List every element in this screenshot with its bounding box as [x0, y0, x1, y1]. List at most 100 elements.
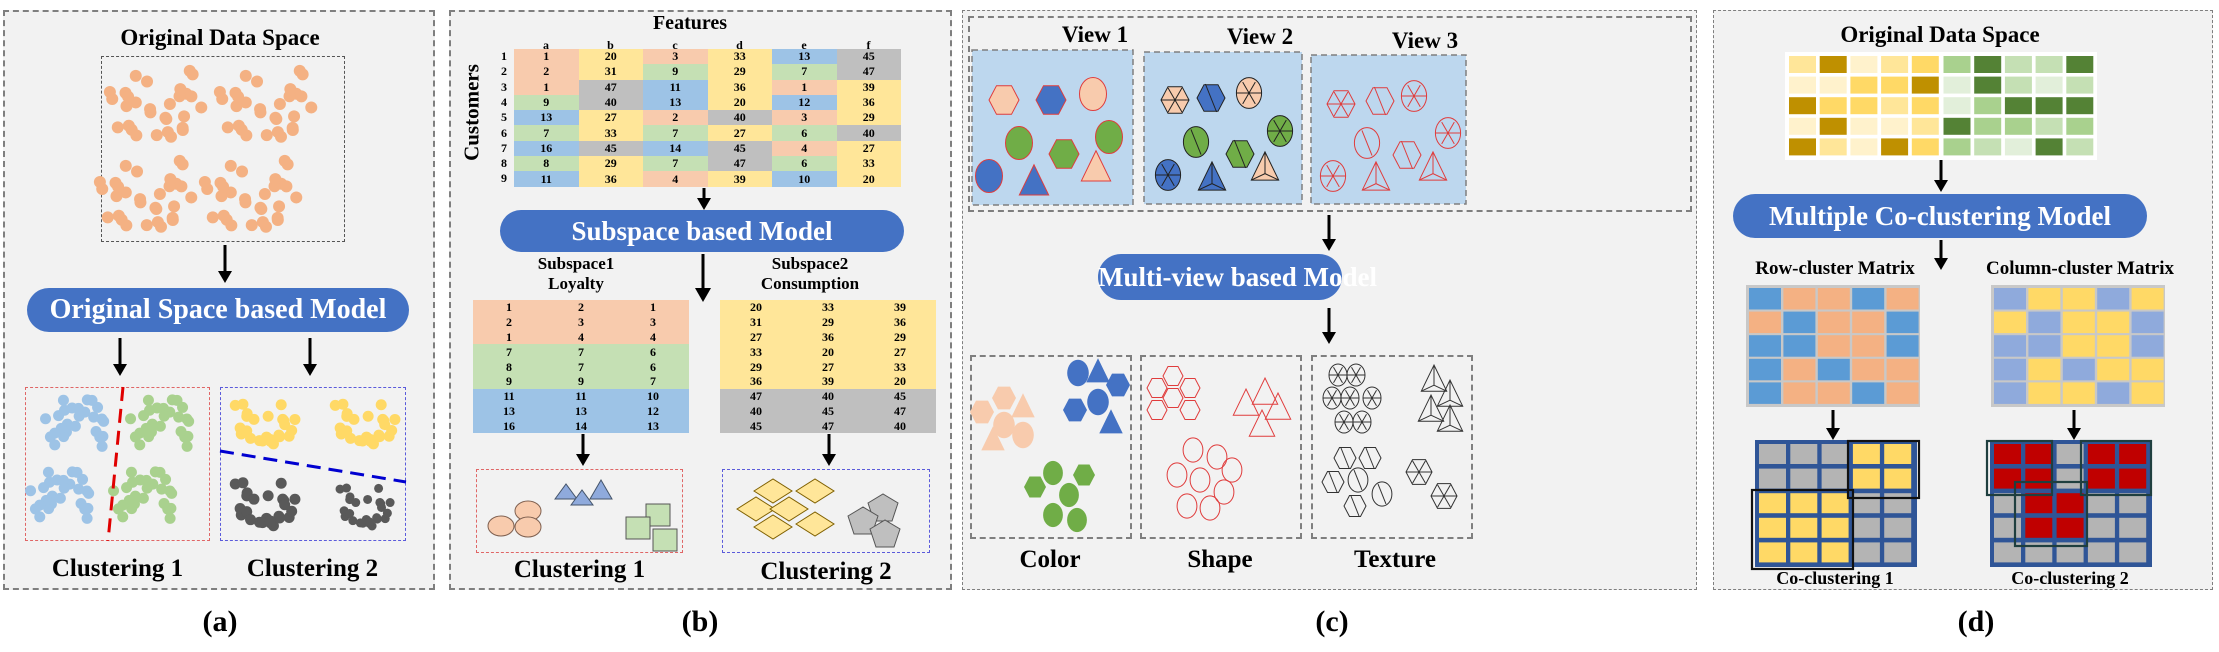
- b-clustering-2-box: [722, 469, 930, 553]
- data-point: [232, 90, 245, 103]
- matrix-cell: [1886, 358, 1919, 381]
- matrix-cell: [1783, 335, 1816, 357]
- heatmap-cell: [1819, 138, 1847, 156]
- matrix-cell: [1886, 288, 1919, 310]
- co-matrix-cell: [2087, 493, 2115, 514]
- table-cell: 47: [707, 156, 772, 172]
- circle-shape: [1087, 388, 1109, 416]
- matrix-cell: [1994, 335, 2026, 357]
- matrix-cell: [1783, 288, 1816, 310]
- data-point: [117, 511, 129, 523]
- texture-line: [1373, 86, 1387, 116]
- matrix-cell: [1817, 311, 1850, 334]
- caption-a: (a): [202, 605, 238, 638]
- table-cell: 45: [720, 418, 792, 434]
- matrix-cell: [2062, 288, 2095, 310]
- matrix-cell: [2097, 311, 2130, 334]
- table-cell: 33: [836, 156, 901, 172]
- table-cell: 6: [617, 344, 689, 360]
- data-point: [215, 190, 228, 203]
- heatmap-cell: [1850, 117, 1878, 135]
- shape-label: Shape: [1187, 546, 1253, 573]
- data-point: [273, 98, 286, 111]
- data-point: [54, 492, 66, 504]
- heatmap-cell: [1819, 56, 1847, 73]
- data-point: [119, 159, 132, 172]
- data-point: [168, 200, 181, 213]
- arrow-b-3: [576, 434, 590, 466]
- co-matrix-cell: [1759, 517, 1786, 538]
- texture-line: [1432, 173, 1447, 181]
- texture-line: [1449, 399, 1463, 407]
- heatmap-cell: [2004, 76, 2032, 94]
- table-cell: 47: [836, 64, 901, 80]
- data-point: [143, 431, 155, 443]
- matrix-cell: [1852, 335, 1885, 357]
- table-cell: 9: [514, 94, 579, 111]
- table-cell: 40: [707, 110, 772, 126]
- data-point: [134, 427, 146, 439]
- arrow-a-1: [218, 245, 232, 283]
- circle-shape: [1166, 462, 1188, 488]
- table-cell: 47: [720, 388, 792, 404]
- texture-line: [1273, 119, 1287, 143]
- table-cell: 8: [473, 359, 545, 374]
- data-point: [69, 420, 81, 432]
- texture-line: [1327, 389, 1337, 407]
- co-matrix-cell: [1790, 468, 1818, 489]
- texture-line: [1204, 83, 1218, 113]
- data-point: [348, 516, 358, 526]
- diamond-shape: [795, 478, 835, 504]
- data-point: [385, 498, 395, 508]
- data-point: [57, 394, 69, 406]
- table-cell: 13: [772, 49, 837, 65]
- data-point: [217, 180, 230, 193]
- texture-line: [1167, 87, 1183, 113]
- matrix-cell: [2131, 288, 2164, 310]
- arrow-d-1: [1934, 160, 1948, 192]
- matrix-cell: [1817, 358, 1850, 381]
- triangle-shape: [1264, 391, 1292, 420]
- circle-shape: [1206, 444, 1228, 470]
- matrix-cell: [1783, 382, 1816, 404]
- texture-line: [1326, 164, 1340, 188]
- row-header: 4: [501, 94, 507, 109]
- table-cell: 27: [707, 125, 772, 141]
- data-point: [138, 410, 150, 422]
- data-point: [73, 483, 85, 495]
- table-cell: 3: [545, 314, 617, 330]
- matrix-cell: [1994, 358, 2026, 381]
- data-point: [237, 398, 249, 410]
- texture-line: [1328, 470, 1338, 494]
- hexagon-shape: [1024, 476, 1046, 498]
- table-cell: 36: [864, 314, 936, 330]
- data-point: [345, 509, 355, 519]
- table-cell: 7: [643, 156, 708, 172]
- heatmap-cell: [1911, 56, 1939, 73]
- triangle-shape: [570, 489, 594, 506]
- data-point: [375, 399, 387, 411]
- texture-line: [1367, 389, 1377, 407]
- data-point: [150, 129, 163, 142]
- matrix-cell: [2028, 358, 2061, 381]
- texture-line: [1233, 139, 1247, 169]
- data-point: [185, 90, 198, 103]
- table-cell: 2: [545, 300, 617, 315]
- heatmap-cell: [1819, 117, 1847, 135]
- data-point: [34, 499, 46, 511]
- circle-shape: [1221, 457, 1243, 483]
- co-matrix-cell: [1884, 493, 1912, 514]
- data-point: [372, 514, 382, 524]
- heatmap-cell: [1789, 76, 1816, 94]
- texture-line: [1441, 121, 1455, 145]
- co-matrix-cell: [1852, 468, 1880, 489]
- heatmap-cell: [2004, 117, 2032, 135]
- clustering-1-scatter: [25, 386, 195, 542]
- hexagon-shape: [1048, 139, 1080, 169]
- data-point: [81, 512, 93, 524]
